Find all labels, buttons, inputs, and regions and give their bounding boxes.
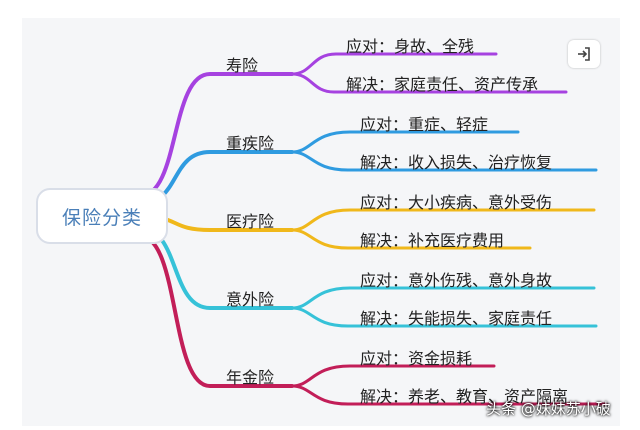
leaf-critical-cover[interactable]: 应对：重症、轻症 bbox=[360, 115, 489, 134]
root-node-label: 保险分类 bbox=[61, 206, 142, 229]
branch-label-life[interactable]: 寿险 bbox=[226, 56, 259, 75]
branch-label-critical-illness[interactable]: 重疾险 bbox=[226, 134, 275, 153]
export-icon bbox=[578, 47, 590, 61]
leaf-accident-solve[interactable]: 解决：失能损失、家庭责任 bbox=[360, 309, 553, 328]
leaf-critical-solve[interactable]: 解决：收入损失、治疗恢复 bbox=[360, 153, 553, 172]
leaf-medical-solve[interactable]: 解决：补充医疗费用 bbox=[360, 231, 505, 250]
connector-medical-solve bbox=[290, 228, 532, 250]
connector-accident-solve bbox=[290, 306, 598, 328]
leaf-annuity-solve[interactable]: 解决：养老、教育、资产隔离 bbox=[360, 387, 569, 406]
connector-critical-illness-solve bbox=[290, 150, 598, 172]
leaf-annuity-cover[interactable]: 应对：资金损耗 bbox=[360, 349, 473, 368]
branch-label-accident[interactable]: 意外险 bbox=[226, 290, 275, 309]
leaf-medical-cover[interactable]: 应对：大小疾病、意外受伤 bbox=[360, 193, 553, 212]
leaf-life-solve[interactable]: 解决：家庭责任、资产传承 bbox=[346, 75, 539, 94]
branch-label-medical[interactable]: 医疗险 bbox=[226, 212, 275, 231]
leaf-life-cover[interactable]: 应对：身故、全残 bbox=[346, 37, 475, 56]
watermark: 头条 @妹妹苏小破 bbox=[486, 400, 611, 418]
branch-label-annuity[interactable]: 年金险 bbox=[226, 368, 275, 387]
connector-life-solve bbox=[290, 72, 568, 94]
leaf-accident-cover[interactable]: 应对：意外伤残、意外身故 bbox=[360, 271, 553, 290]
connector-annuity-solve bbox=[290, 384, 608, 406]
root-node[interactable]: 保险分类 bbox=[36, 188, 168, 244]
export-button[interactable] bbox=[568, 40, 600, 68]
